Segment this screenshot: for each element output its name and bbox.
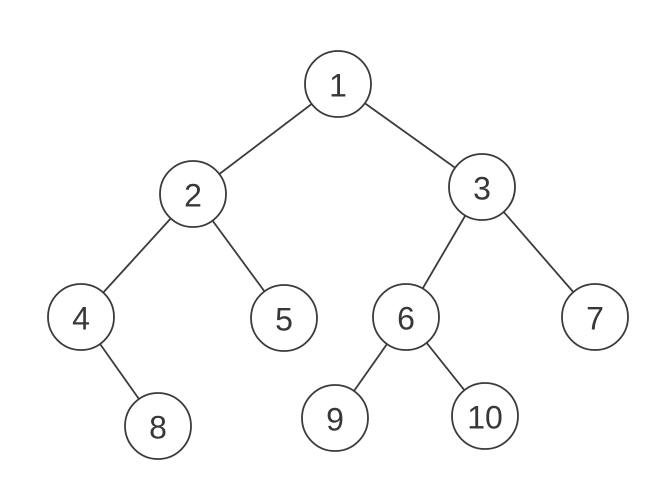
tree-node-label-9: 9 [326, 401, 344, 437]
tree-node-label-10: 10 [467, 399, 503, 435]
tree-node-10: 10 [451, 382, 519, 450]
tree-node-1: 1 [304, 50, 372, 118]
tree-node-label-2: 2 [184, 177, 202, 213]
tree-node-circle-6 [372, 283, 440, 351]
tree-node-circle-10 [451, 382, 519, 450]
tree-node-circle-3 [448, 153, 516, 221]
tree-node-9: 9 [301, 384, 369, 452]
tree-node-circle-5 [250, 284, 318, 352]
tree-node-2: 2 [159, 160, 227, 228]
tree-node-7: 7 [561, 283, 629, 351]
tree-node-circle-8 [124, 392, 192, 460]
tree-node-label-1: 1 [329, 67, 347, 103]
tree-node-circle-4 [47, 283, 115, 351]
tree-node-label-3: 3 [473, 170, 491, 206]
tree-node-label-8: 8 [149, 409, 167, 445]
tree-node-4: 4 [47, 283, 115, 351]
tree-node-6: 6 [372, 283, 440, 351]
tree-node-circle-9 [301, 384, 369, 452]
tree-node-label-4: 4 [72, 300, 90, 336]
tree-node-label-6: 6 [397, 300, 415, 336]
tree-node-8: 8 [124, 392, 192, 460]
tree-node-circle-1 [304, 50, 372, 118]
tree-node-label-5: 5 [275, 301, 293, 337]
tree-node-label-7: 7 [586, 300, 604, 336]
tree-node-circle-2 [159, 160, 227, 228]
tree-node-5: 5 [250, 284, 318, 352]
tree-node-3: 3 [448, 153, 516, 221]
tree-node-circle-7 [561, 283, 629, 351]
